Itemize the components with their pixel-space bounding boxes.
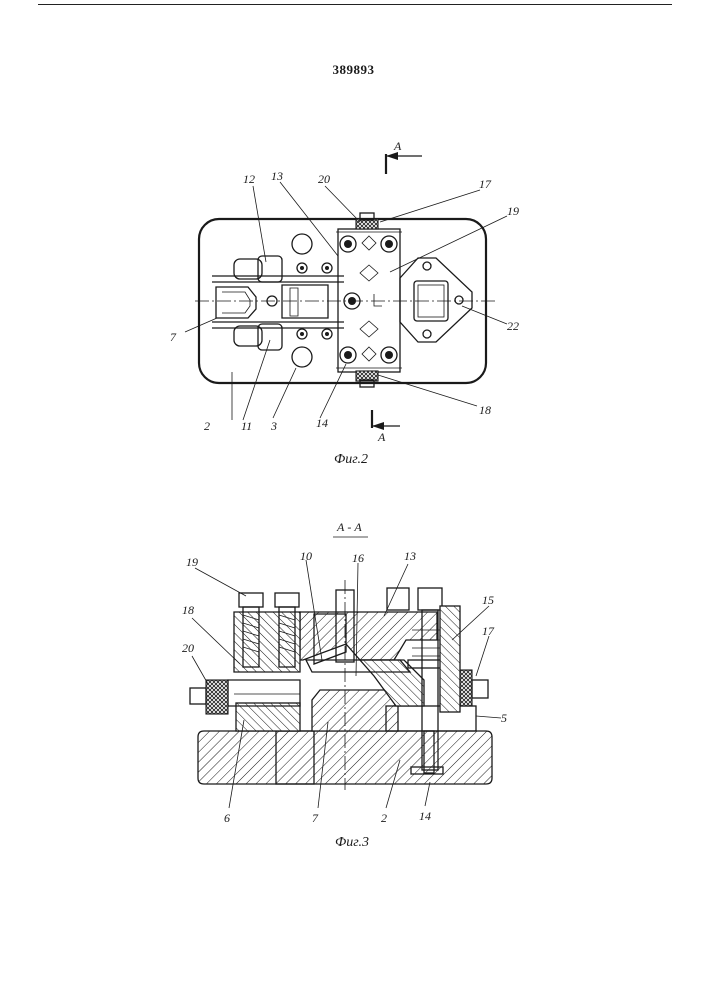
- label-2-s: 2: [381, 811, 387, 825]
- label-13: 13: [271, 169, 283, 183]
- fig3-section-view: А - А: [182, 520, 507, 850]
- label-11: 11: [241, 419, 252, 433]
- label-13-s: 13: [404, 549, 416, 563]
- label-17-s: 17: [482, 624, 495, 638]
- section-mark-bottom: A: [377, 430, 386, 444]
- label-22: 22: [507, 319, 519, 333]
- flange-22: [400, 258, 472, 342]
- label-14-s: 14: [419, 809, 431, 823]
- label-18-s: 18: [182, 603, 194, 617]
- fig2-caption: Фиг.2: [334, 452, 368, 467]
- label-5-s: 5: [501, 711, 507, 725]
- label-16-s: 16: [352, 551, 364, 565]
- label-18: 18: [479, 403, 491, 417]
- label-19-s: 19: [186, 555, 198, 569]
- label-2: 2: [204, 419, 210, 433]
- fig3-caption: Фиг.3: [335, 835, 369, 850]
- fig2-plan-view: A A 12 13 20 17 19 7 22 2 11 3 14 18 Фиг…: [170, 139, 519, 467]
- label-7: 7: [170, 330, 177, 344]
- label-17: 17: [479, 177, 492, 191]
- label-15-s: 15: [482, 593, 494, 607]
- block-18: [234, 612, 300, 672]
- label-19: 19: [507, 204, 519, 218]
- slider-7-section: [312, 690, 398, 731]
- label-3: 3: [270, 419, 277, 433]
- label-14: 14: [316, 416, 328, 430]
- label-20-s: 20: [182, 641, 194, 655]
- label-10-s: 10: [300, 549, 312, 563]
- section-title: А - А: [336, 520, 362, 534]
- label-12: 12: [243, 172, 255, 186]
- label-6-s: 6: [224, 811, 230, 825]
- section-mark-top: A: [393, 139, 402, 153]
- screw-20: [206, 680, 228, 714]
- plate-6: [236, 703, 300, 731]
- plate-5: [386, 706, 476, 731]
- label-20: 20: [318, 172, 330, 186]
- hole-top: [292, 234, 312, 254]
- label-7-s: 7: [312, 811, 319, 825]
- hole-3: [292, 347, 312, 367]
